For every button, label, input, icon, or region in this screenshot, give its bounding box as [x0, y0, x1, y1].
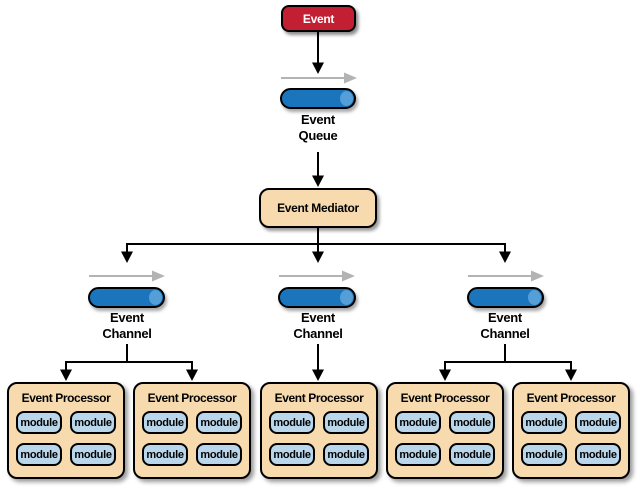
event-channel-cylinder-3 [467, 287, 544, 308]
module-box: module [323, 411, 369, 434]
event-processor-box-4: Event Processor module module module mod… [386, 382, 504, 479]
channel1-head-b [186, 369, 198, 381]
module-grid: module module module module [9, 411, 123, 466]
module-box: module [521, 411, 567, 434]
channel-label-line1: Event [110, 310, 144, 325]
module-box: module [142, 411, 188, 434]
event-processor-title: Event Processor [21, 391, 111, 405]
event-channel-cylinder-1 [88, 287, 165, 308]
module-box: module [16, 411, 62, 434]
module-box: module [70, 411, 116, 434]
flow-arrow-channel2-head [342, 270, 355, 282]
event-processor-box-5: Event Processor module module module mod… [512, 382, 630, 479]
event-processor-title: Event Processor [526, 391, 616, 405]
event-channel-label-1: Event Channel [87, 310, 167, 342]
event-processor-title: Event Processor [147, 391, 237, 405]
event-queue-label-line2: Queue [298, 128, 338, 143]
module-box: module [575, 443, 621, 466]
module-box: module [269, 411, 315, 434]
event-queue-label: Event Queue [278, 112, 358, 144]
event-queue-cylinder [280, 88, 356, 109]
channel-label-line1: Event [488, 310, 522, 325]
module-box: module [142, 443, 188, 466]
module-grid: module module module module [135, 411, 249, 466]
module-box: module [395, 411, 441, 434]
fanout-right-head [499, 251, 511, 263]
module-box: module [196, 443, 242, 466]
event-processor-title: Event Processor [274, 391, 364, 405]
event-mediator-node: Event Mediator [259, 188, 377, 228]
flow-arrow-channel1-head [152, 270, 165, 282]
channel1-head-a [60, 369, 72, 381]
channel2-head [312, 369, 324, 381]
event-queue-label-line1: Event [301, 112, 335, 127]
event-processor-box-1: Event Processor module module module mod… [7, 382, 125, 479]
event-channel-cylinder-2 [278, 287, 356, 308]
event-processor-title: Event Processor [400, 391, 490, 405]
event-node-label: Event [302, 11, 335, 26]
event-channel-label-3: Event Channel [465, 310, 545, 342]
event-channel-label-2: Event Channel [278, 310, 358, 342]
module-box: module [323, 443, 369, 466]
module-box: module [449, 443, 495, 466]
channel-label-line2: Channel [102, 326, 152, 341]
channel3-head-b [565, 369, 577, 381]
flow-arrow-queue-head [344, 72, 357, 84]
cylinder-end-cap-icon [340, 290, 353, 305]
module-box: module [70, 443, 116, 466]
channel-label-line2: Channel [480, 326, 530, 341]
module-box: module [575, 411, 621, 434]
module-grid: module module module module [262, 411, 376, 466]
flow-arrow-channel3-head [531, 270, 544, 282]
channel-label-line2: Channel [293, 326, 343, 341]
fanout-left-head [121, 251, 133, 263]
event-processor-box-2: Event Processor module module module mod… [133, 382, 251, 479]
channel-label-line1: Event [301, 310, 335, 325]
module-box: module [269, 443, 315, 466]
fanout-mid-head [312, 251, 324, 263]
module-box: module [196, 411, 242, 434]
module-grid: module module module module [388, 411, 502, 466]
module-grid: module module module module [514, 411, 628, 466]
channel3-head-a [439, 369, 451, 381]
event-node: Event [281, 5, 356, 32]
cylinder-end-cap-icon [528, 290, 541, 305]
module-box: module [521, 443, 567, 466]
cylinder-end-cap-icon [149, 290, 162, 305]
module-box: module [449, 411, 495, 434]
arrow-queue-to-mediator-head [312, 175, 324, 187]
event-mediator-label: Event Mediator [277, 201, 359, 215]
module-box: module [16, 443, 62, 466]
module-box: module [395, 443, 441, 466]
arrow-event-to-queue-head [312, 62, 324, 74]
event-processor-box-3: Event Processor module module module mod… [260, 382, 378, 479]
cylinder-end-cap-icon [340, 91, 353, 106]
